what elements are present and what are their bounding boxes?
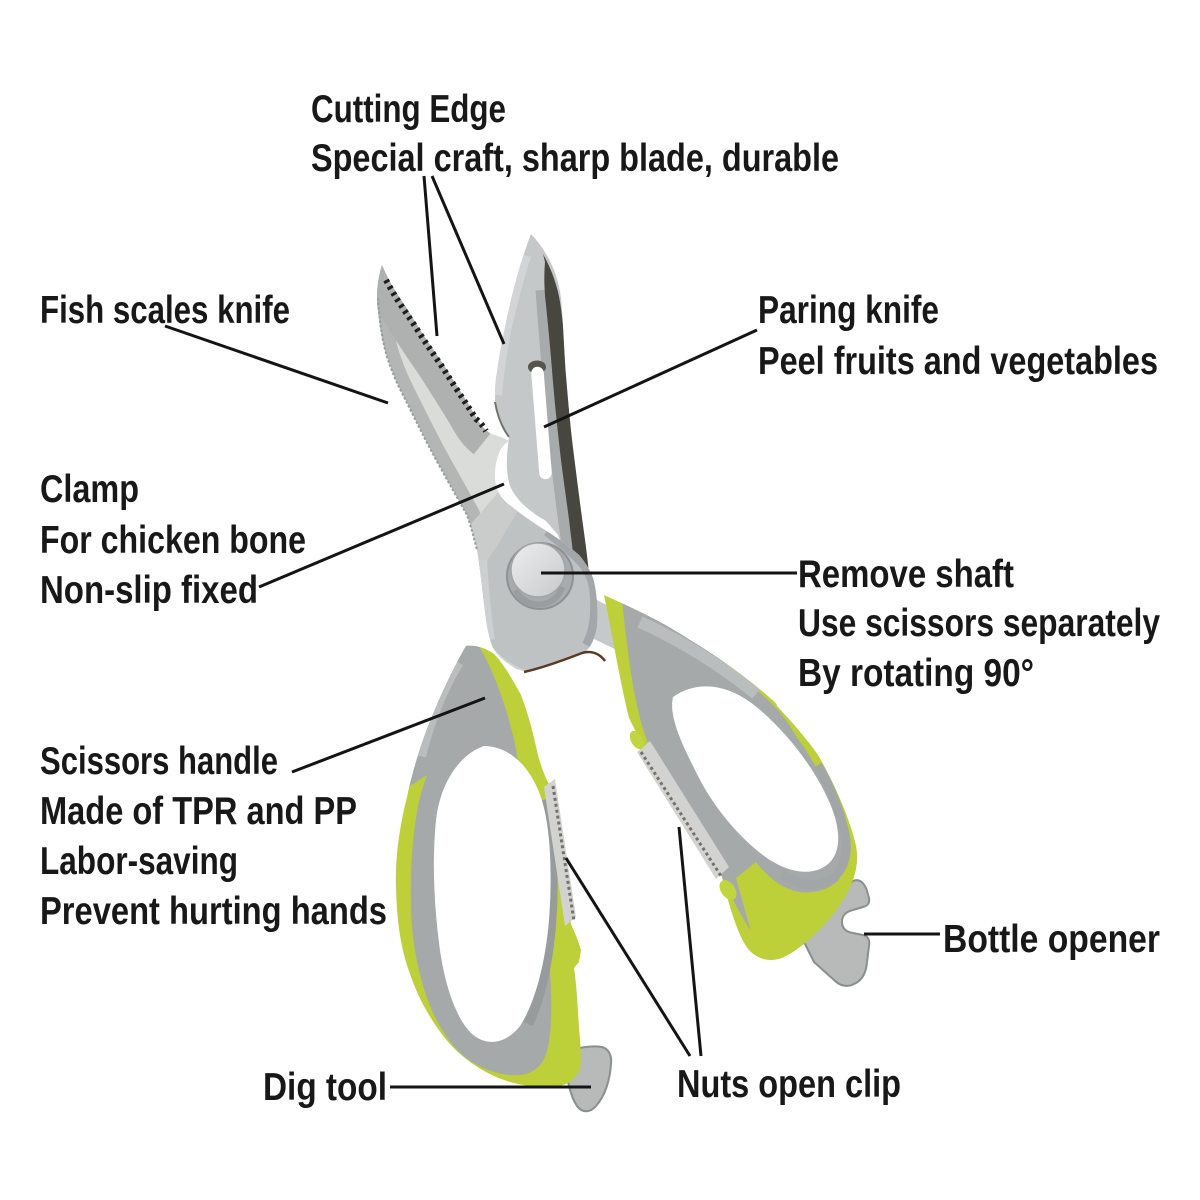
svg-text:Clamp: Clamp xyxy=(40,468,139,511)
svg-text:Paring knife: Paring knife xyxy=(758,289,939,332)
svg-text:Bottle opener: Bottle opener xyxy=(943,918,1160,961)
svg-text:Peel fruits and vegetables: Peel fruits and vegetables xyxy=(758,340,1158,383)
svg-text:By rotating 90°: By rotating 90° xyxy=(798,652,1034,695)
svg-text:Prevent hurting hands: Prevent hurting hands xyxy=(40,890,387,933)
svg-text:Labor-saving: Labor-saving xyxy=(40,840,238,883)
svg-text:Dig tool: Dig tool xyxy=(263,1066,387,1109)
svg-text:Special craft, sharp blade, du: Special craft, sharp blade, durable xyxy=(311,137,839,180)
svg-text:Cutting Edge: Cutting Edge xyxy=(311,88,506,131)
svg-text:For chicken bone: For chicken bone xyxy=(40,519,306,562)
svg-text:Nuts open clip: Nuts open clip xyxy=(677,1063,901,1106)
svg-text:Non-slip fixed: Non-slip fixed xyxy=(40,569,258,612)
svg-text:Scissors handle: Scissors handle xyxy=(40,740,278,783)
svg-text:Fish scales knife: Fish scales knife xyxy=(40,289,290,332)
svg-text:Made of TPR and PP: Made of TPR and PP xyxy=(40,790,357,833)
svg-text:Remove shaft: Remove shaft xyxy=(798,553,1014,596)
svg-text:Use scissors separately: Use scissors separately xyxy=(798,602,1160,645)
